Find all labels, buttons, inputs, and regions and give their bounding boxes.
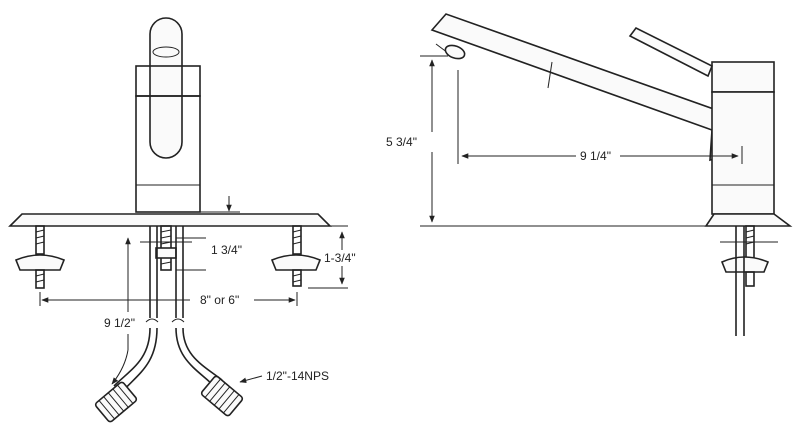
- riser-dimension-label: 1 3/4": [211, 243, 242, 257]
- left-hose-connector: [94, 381, 138, 423]
- spacing-dimension-label: 8" or 6": [200, 293, 239, 307]
- side-hose: [735, 226, 745, 336]
- faucet-handle: [149, 17, 183, 159]
- right-hose-connector: [200, 375, 244, 417]
- hose-length-label: 9 1/2": [104, 316, 135, 330]
- left-mounting-stud: [14, 225, 66, 289]
- right-mounting-stud: [270, 225, 322, 287]
- side-view: 5 3/4" 9 1/4": [386, 13, 793, 336]
- spout: [430, 13, 730, 162]
- thread-spec-label: 1/2"-14NPS: [266, 369, 329, 383]
- front-view: 1 3/4" 1-3/4" 8" or 6" 9 1/2" 1/2"-14NPS: [8, 17, 356, 423]
- height-dimension-label: 5 3/4": [386, 135, 417, 149]
- side-body: [711, 61, 775, 215]
- front-dimension-lines: [39, 225, 348, 385]
- center-shank: [140, 225, 192, 271]
- side-handle: [628, 26, 714, 78]
- reach-dimension-label: 9 1/4": [580, 149, 611, 163]
- deck-plate: [8, 213, 332, 227]
- faucet-body: [135, 65, 201, 213]
- shank-dimension-label: 1-3/4": [324, 251, 356, 265]
- side-base: [704, 213, 793, 227]
- side-dimension-lines: [420, 55, 743, 227]
- side-shank: [720, 225, 778, 287]
